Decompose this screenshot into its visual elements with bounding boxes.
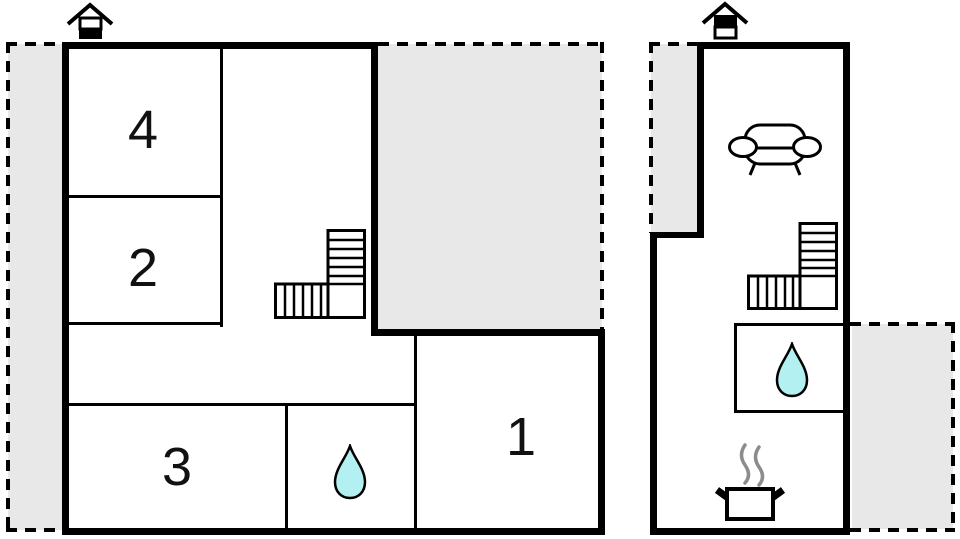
- terrace-boundary: [951, 322, 955, 532]
- cooking-pot-icon: [714, 443, 786, 521]
- exterior-wall: [371, 329, 605, 336]
- exterior-wall: [697, 42, 850, 49]
- exterior-wall: [650, 528, 850, 535]
- room-label-1: 1: [505, 407, 537, 467]
- room-label-4: 4: [127, 100, 159, 160]
- terrace-boundary: [6, 42, 63, 46]
- exterior-wall: [843, 42, 850, 535]
- stairs-icon: [274, 229, 366, 319]
- terrace-boundary: [6, 42, 10, 532]
- exterior-wall: [62, 42, 69, 535]
- terrace-boundary: [649, 42, 653, 233]
- exterior-wall: [62, 528, 605, 535]
- chimney-icon: [66, 2, 114, 39]
- terrace-boundary: [378, 42, 604, 46]
- room-label-2: 2: [127, 238, 159, 298]
- terrace-boundary: [600, 42, 604, 330]
- interior-wall: [414, 336, 417, 528]
- chimney-icon: [701, 1, 749, 40]
- room-label-3: 3: [161, 437, 193, 497]
- water-drop-icon: [775, 342, 809, 398]
- interior-wall: [285, 406, 288, 528]
- interior-wall: [69, 195, 223, 198]
- terrace-left: [8, 44, 65, 530]
- interior-wall: [69, 403, 417, 406]
- terrace-left-strip: [651, 44, 699, 233]
- steam-icon: [739, 443, 765, 487]
- terrace-right: [852, 324, 953, 529]
- exterior-wall: [697, 42, 704, 238]
- terrace-boundary: [6, 528, 63, 532]
- exterior-wall: [650, 232, 657, 535]
- terrace-boundary: [649, 42, 698, 46]
- interior-wall: [220, 49, 223, 327]
- exterior-wall: [650, 232, 704, 238]
- terrace-boundary: [850, 322, 955, 326]
- exterior-wall: [371, 42, 378, 336]
- water-drop-icon: [333, 444, 367, 500]
- exterior-wall: [598, 329, 605, 535]
- sofa-icon: [728, 123, 822, 176]
- terrace-top-right: [375, 44, 602, 332]
- terrace-boundary: [850, 528, 955, 532]
- exterior-wall: [62, 42, 378, 49]
- interior-wall: [69, 322, 223, 325]
- stairs-icon: [747, 222, 838, 310]
